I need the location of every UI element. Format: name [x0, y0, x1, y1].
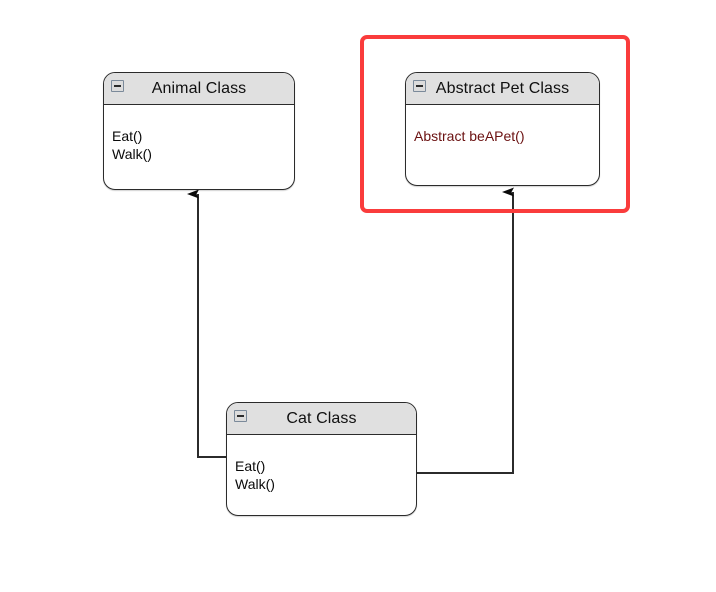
uml-class-cat-class[interactable]: Cat Class Eat() Walk() [226, 402, 417, 516]
minus-glyph [416, 85, 423, 87]
connector-cat-to-animal [187, 189, 226, 458]
minus-glyph [237, 415, 244, 417]
collapse-minus-icon[interactable] [111, 80, 124, 92]
uml-class-members: Eat() Walk() [104, 105, 294, 163]
uml-member: Walk() [235, 476, 275, 492]
uml-class-members: Abstract beAPet() [406, 105, 599, 145]
uml-member: Eat() [235, 458, 266, 474]
collapse-minus-icon[interactable] [234, 410, 247, 422]
collapse-minus-icon[interactable] [413, 80, 426, 92]
uml-class-title: Animal Class [151, 79, 247, 97]
highlight-frame-abstract-pet [360, 35, 630, 213]
uml-class-header: Animal Class [104, 73, 294, 105]
uml-member: Walk() [112, 146, 152, 162]
uml-class-members: Eat() Walk() [227, 435, 416, 493]
uml-class-abstract-pet-class[interactable]: Abstract Pet Class Abstract beAPet() [405, 72, 600, 186]
uml-class-title: Cat Class [286, 409, 357, 427]
uml-member-abstract: Abstract beAPet() [414, 128, 525, 144]
uml-member: Eat() [112, 128, 143, 144]
uml-class-title: Abstract Pet Class [435, 79, 570, 97]
uml-class-header: Cat Class [227, 403, 416, 435]
minus-glyph [114, 85, 121, 87]
uml-class-animal-class[interactable]: Animal Class Eat() Walk() [103, 72, 295, 190]
uml-class-header: Abstract Pet Class [406, 73, 599, 105]
connector-cat-to-abstract-pet [417, 187, 514, 474]
